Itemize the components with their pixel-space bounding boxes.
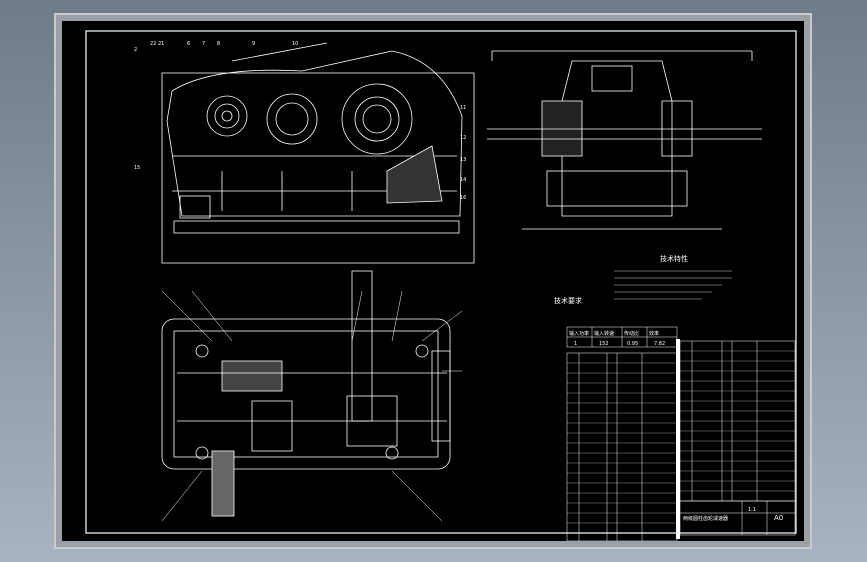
spec-value-ratio: 0.95 bbox=[627, 341, 638, 347]
tech-requirements-heading: 技术要求 bbox=[554, 296, 582, 305]
drawing-sheet-frame: 技术特性 技术要求 输入功率 输入转速 bbox=[54, 13, 812, 549]
scale-value: 1:1 bbox=[748, 507, 756, 513]
spec-value-speed: 152 bbox=[599, 341, 609, 347]
part-label: 8 bbox=[217, 41, 220, 47]
spec-header-efficiency: 效率 bbox=[649, 330, 659, 337]
drawing-title: 两级圆柱齿轮减速器 bbox=[683, 515, 728, 522]
gearbox-drawing: 技术特性 技术要求 输入功率 输入转速 bbox=[85, 30, 797, 541]
front-view bbox=[161, 42, 475, 264]
part-label: 9 bbox=[252, 41, 255, 47]
parts-list-rows bbox=[567, 350, 795, 534]
part-label: 2 bbox=[134, 47, 137, 53]
side-view bbox=[487, 50, 762, 230]
front-view-frame bbox=[161, 72, 475, 264]
front-view-labels: 2 22 21 6 7 8 9 10 11 12 13 14 15 16 bbox=[134, 41, 466, 201]
spec-header-ratio: 传动比 bbox=[624, 330, 639, 337]
part-label: 13 bbox=[460, 157, 466, 163]
spec-table bbox=[566, 326, 678, 348]
part-label: 16 bbox=[460, 195, 466, 201]
drawing-border bbox=[85, 30, 797, 534]
spec-value-power: 1 bbox=[574, 341, 577, 347]
spec-header-input-power: 输入功率 bbox=[569, 330, 589, 337]
table-divider-bar bbox=[676, 339, 680, 539]
part-label: 10 bbox=[292, 41, 298, 47]
part-label: 12 bbox=[460, 135, 466, 141]
spec-header-input-speed: 输入转速 bbox=[594, 330, 614, 337]
part-label: 14 bbox=[460, 177, 466, 183]
part-label: 6 bbox=[187, 41, 190, 47]
tech-char-lines bbox=[614, 270, 732, 300]
part-label: 22 21 bbox=[150, 41, 164, 47]
title-block bbox=[679, 500, 796, 536]
plan-leaders bbox=[161, 290, 463, 522]
part-label: 7 bbox=[202, 41, 205, 47]
drawing-sheet: 技术特性 技术要求 输入功率 输入转速 bbox=[62, 21, 804, 541]
part-label: 11 bbox=[460, 105, 466, 111]
sheet-size: A0 bbox=[774, 514, 783, 522]
tech-characteristics-heading: 技术特性 bbox=[660, 254, 688, 263]
plan-view bbox=[161, 270, 451, 517]
spec-value-efficiency: 7.82 bbox=[654, 341, 665, 347]
part-label: 15 bbox=[134, 165, 140, 171]
